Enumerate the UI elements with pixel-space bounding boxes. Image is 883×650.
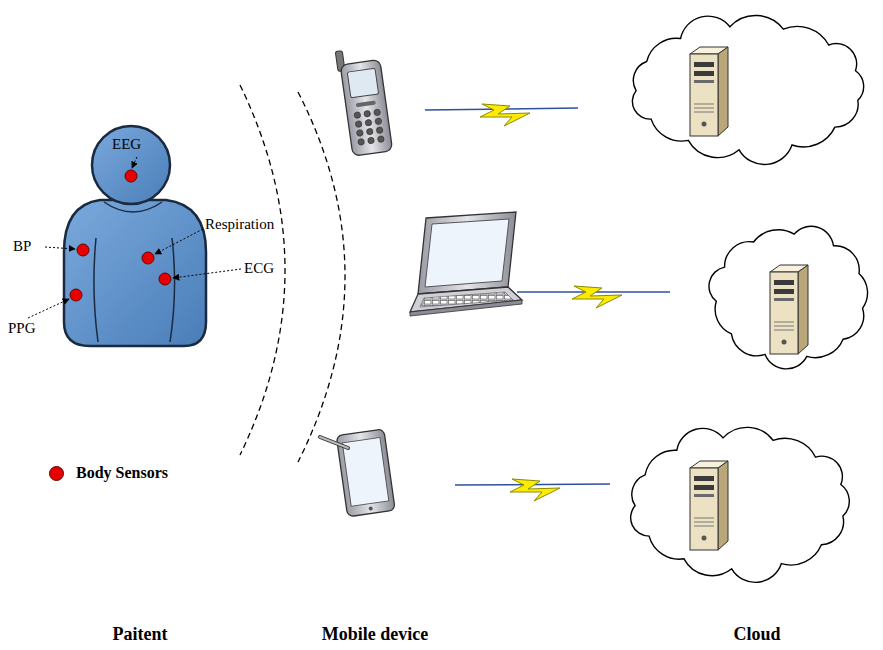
sensor-label: ECG (244, 260, 274, 277)
sensor-label: Respiration (205, 216, 274, 233)
leader-line (28, 157, 241, 318)
mobile-phone-icon (335, 46, 392, 157)
key (354, 112, 361, 119)
column-caption: Cloud (733, 624, 780, 645)
server-icon (690, 47, 808, 550)
key (365, 119, 372, 126)
key (374, 109, 381, 116)
laptop-icon (410, 212, 522, 316)
sensor-label: PPG (8, 320, 36, 337)
patient-figure (64, 126, 206, 346)
column-caption: Paitent (113, 624, 168, 645)
sensor-dot (70, 170, 171, 301)
legend-text: Body Sensors (76, 464, 168, 482)
range-arc (298, 92, 345, 462)
key (366, 128, 373, 135)
cloud-outline (632, 15, 863, 164)
wireless-link (455, 479, 610, 501)
sensor-label: BP (13, 238, 31, 255)
key (377, 136, 384, 143)
column-caption: Mobile device (322, 624, 428, 645)
key (356, 129, 363, 136)
keypad (354, 109, 385, 146)
legend-entry: Body Sensors (49, 464, 168, 482)
sensor-label: EEG (112, 136, 141, 153)
wireless-link (517, 286, 670, 308)
range-arc (240, 85, 285, 455)
key (355, 120, 362, 127)
legend-swatch (49, 466, 64, 481)
cloud-outline (631, 427, 850, 582)
cloud-outline (709, 226, 868, 369)
key (376, 127, 383, 134)
key (367, 137, 374, 144)
key (357, 138, 364, 145)
wireless-link (425, 104, 578, 126)
tablet-icon (320, 429, 395, 517)
key (375, 118, 382, 125)
cloud-group (631, 15, 868, 582)
key (364, 110, 371, 117)
